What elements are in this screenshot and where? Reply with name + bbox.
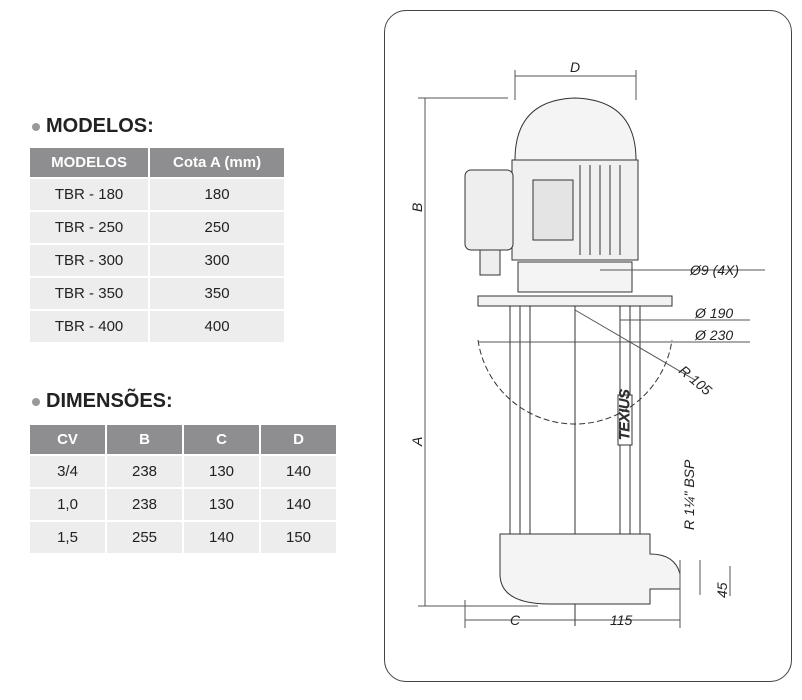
cell: 140	[261, 456, 336, 487]
bullet-icon	[32, 122, 40, 131]
cell: 255	[107, 522, 182, 553]
cell: TBR - 400	[30, 311, 149, 342]
d230-label: Ø 230	[694, 327, 733, 343]
cell: 140	[184, 522, 259, 553]
col-header: CV	[30, 425, 105, 454]
cell: 400	[150, 311, 284, 342]
dimensions-title: DIMENSÕES:	[46, 390, 173, 412]
dim-b-label: B	[409, 203, 425, 212]
cell: 180	[150, 179, 284, 210]
cell: 350	[150, 278, 284, 309]
dim-a-label: A	[409, 437, 425, 447]
cell: 1,5	[30, 522, 105, 553]
models-heading: MODELOS:	[32, 115, 154, 138]
cell: 250	[150, 212, 284, 243]
cell: 238	[107, 489, 182, 520]
dim-c-label: C	[510, 612, 521, 628]
cell: 3/4	[30, 456, 105, 487]
cell: TBR - 250	[30, 212, 149, 243]
h45-label: 45	[714, 582, 730, 598]
cell: 1,0	[30, 489, 105, 520]
cell: TBR - 350	[30, 278, 149, 309]
cell: 130	[184, 489, 259, 520]
w115-label: 115	[610, 612, 633, 628]
cell: 238	[107, 456, 182, 487]
dimensions-heading: DIMENSÕES:	[32, 390, 173, 413]
bsp-label: R 1¼" BSP	[681, 459, 697, 530]
dimension-lines	[418, 70, 765, 628]
col-header: B	[107, 425, 182, 454]
r105-label: R 105	[676, 362, 715, 398]
models-title: MODELOS:	[46, 115, 154, 137]
cell: 140	[261, 489, 336, 520]
cell: TBR - 300	[30, 245, 149, 276]
dim-d-label: D	[570, 59, 580, 75]
d190-label: Ø 190	[694, 305, 733, 321]
cell: 300	[150, 245, 284, 276]
cell: 150	[261, 522, 336, 553]
brand-label: TEXIUS	[616, 389, 632, 440]
col-header: C	[184, 425, 259, 454]
bullet-icon	[32, 397, 40, 406]
cell: 130	[184, 456, 259, 487]
motor	[464, 97, 673, 307]
drawing-frame	[384, 10, 792, 682]
col-header: D	[261, 425, 336, 454]
column: TEXIUS	[477, 305, 681, 626]
col-header: MODELOS	[30, 148, 149, 177]
col-header: Cota A (mm)	[150, 148, 284, 177]
cell: TBR - 180	[30, 179, 149, 210]
hole-label: Ø9 (4X)	[689, 262, 739, 278]
